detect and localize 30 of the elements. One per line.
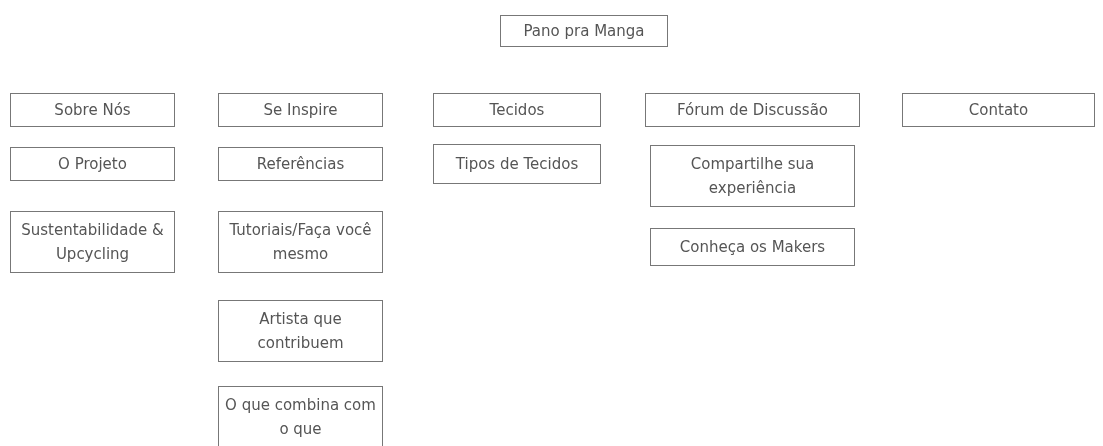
- page-title: Tutoriais/Faça você mesmo: [228, 220, 373, 265]
- page-box: [218, 93, 383, 127]
- page-box: [218, 386, 383, 446]
- page-title: Tipos de Tecidos: [455, 154, 579, 175]
- page-title: Pano pra Manga: [523, 21, 645, 42]
- root-page-box: [500, 15, 668, 47]
- page-title: Se Inspire: [263, 100, 338, 121]
- page-box: [218, 211, 383, 273]
- page-title: Sustentabilidade & Upcycling: [20, 220, 165, 265]
- page-box: [10, 147, 175, 181]
- page-title: Contato: [968, 100, 1029, 121]
- page-box: [650, 228, 855, 266]
- page-title: Referências: [256, 154, 345, 175]
- page-box: [645, 93, 860, 127]
- page-title: O que combina com o que: [224, 395, 377, 440]
- page-box: [433, 144, 601, 184]
- page-title: Sobre Nós: [54, 100, 131, 121]
- page-box: [650, 145, 855, 207]
- page-box: [902, 93, 1095, 127]
- page-box: [218, 300, 383, 362]
- page-box: [10, 211, 175, 273]
- page-title: Compartilhe sua experiência: [689, 154, 816, 199]
- page-box: [218, 147, 383, 181]
- page-title: Tecidos: [489, 100, 545, 121]
- page-title: Artista que contribuem: [256, 309, 345, 354]
- page-title: Conheça os Makers: [679, 237, 826, 258]
- page-box: [433, 93, 601, 127]
- page-box: [10, 93, 175, 127]
- page-title: O Projeto: [58, 154, 127, 175]
- page-title: Fórum de Discussão: [676, 100, 829, 121]
